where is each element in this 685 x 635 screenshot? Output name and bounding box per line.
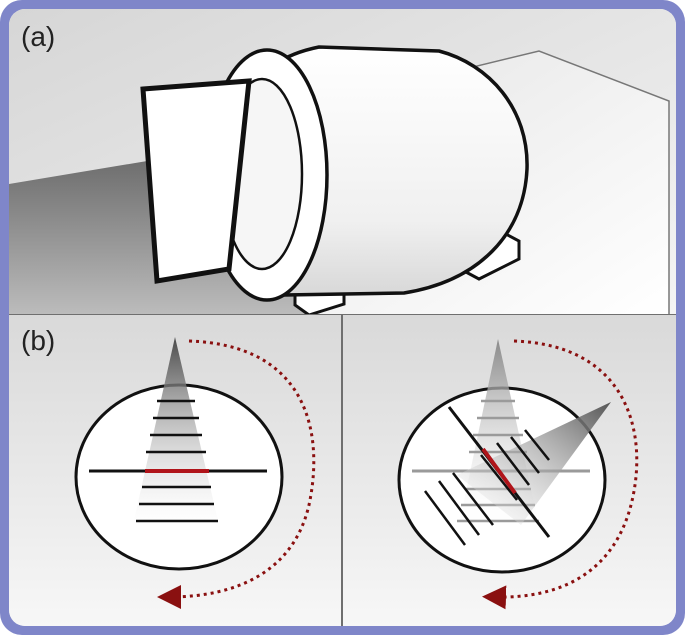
- xray-beam-left: [133, 337, 219, 525]
- panel-divider-vertical: [341, 315, 343, 626]
- rotation-arrow-left: [157, 339, 316, 609]
- panel-b-label: (b): [21, 325, 56, 356]
- highlight-segment-right: [481, 447, 517, 495]
- detector-lines-left: [136, 399, 218, 523]
- panel-a: (a): [9, 9, 676, 315]
- diagram-single-projection: [74, 337, 316, 609]
- detector-panel: [140, 78, 252, 284]
- diagram-rotated-projection: [397, 339, 639, 610]
- panel-b: (b): [9, 315, 676, 626]
- xray-beam-rotated: [457, 402, 611, 525]
- detector-lines-rotated: [423, 429, 550, 546]
- figure-inner: (a): [9, 9, 676, 626]
- panel-a-label: (a): [21, 21, 56, 52]
- scanner-illustration: [9, 9, 676, 315]
- rotation-arrow-right: [482, 339, 639, 610]
